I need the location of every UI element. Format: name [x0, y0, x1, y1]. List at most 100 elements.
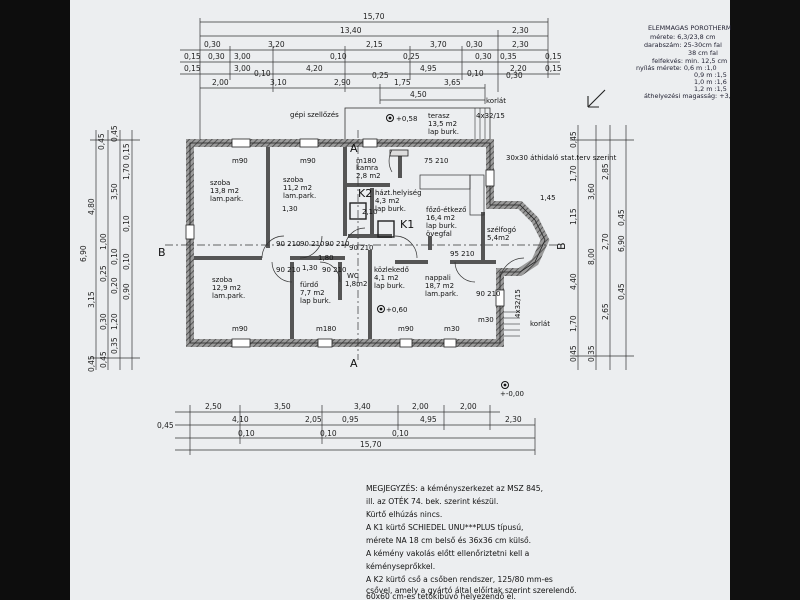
right-dimension-lines [570, 125, 634, 370]
top-dimension-lines [180, 18, 560, 140]
opening-label: 90 210 [325, 240, 350, 248]
opening-label: 1,80 [318, 254, 334, 262]
note-line: MEGJEGYZÉS: a kéményszerkezet az MSZ 845… [366, 484, 543, 493]
room-floor: lam.park. [283, 192, 316, 200]
note-line: csővel, amely a gyártó által előírtak sz… [366, 586, 577, 595]
room-haztartasi: házt.helyiség 4,3 m2 lap burk. [375, 189, 422, 213]
opening-label: 1,30 [282, 205, 298, 213]
section-label-b-right: B [555, 242, 568, 250]
opening-label: 90 210 [349, 244, 374, 252]
room-name: szoba [210, 179, 230, 187]
dim-total-top: 15,70 [363, 12, 385, 21]
legend-line: felfekvés: min. 12,5 cm [652, 57, 727, 65]
dim-label: 1,70 [569, 165, 578, 182]
dim-label: 0,45 [157, 421, 174, 430]
room-wc: WC 1,8m2 [345, 272, 367, 288]
dim-label: 3,20 [268, 40, 285, 49]
chimney-k2 [349, 202, 367, 220]
dim-label: 4,80 [87, 198, 96, 215]
dim-label: 0,45 [97, 133, 106, 150]
room-area: 4,1 m2 [374, 274, 399, 282]
room-szoba-2: szoba 11,2 m2 lam.park. [283, 176, 316, 200]
dim-label: 0,25 [99, 265, 108, 282]
opening-label: 95 210 [450, 250, 475, 258]
chimney-k1 [377, 220, 395, 238]
dim-label: 0,25 [403, 52, 420, 61]
dim-label: 3,10 [270, 78, 287, 87]
left-dimension-texts: 0,45 4,80 3,50 0,45 1,00 0,10 1,70 3,15 … [79, 125, 131, 372]
dim-label: 1,15 [569, 208, 578, 225]
dim-label: 0,30 [208, 52, 225, 61]
dim-label: 3,00 [234, 52, 251, 61]
dim-total-bottom: 15,70 [360, 440, 382, 449]
dim-label: 0,10 [238, 429, 255, 438]
dim-label: 0,45 [110, 125, 119, 142]
room-floor: lam.park. [210, 195, 243, 203]
opening-label: 90 210 [300, 240, 325, 248]
opening-label: m180 [356, 157, 376, 165]
room-name: szélfogó [487, 226, 516, 234]
dim-label: 0,10 [330, 52, 347, 61]
background-right [730, 0, 800, 600]
room-name: házt.helyiség [375, 189, 422, 197]
room-nappali: nappali 18,7 m2 lam.park. [425, 274, 458, 298]
dim-label: 1,70 [122, 163, 131, 180]
dim-label: 0,10 [392, 429, 409, 438]
left-dimension-lines [90, 130, 140, 370]
ground-level: +-0,00 [500, 390, 524, 398]
opening-label: 90 210 [476, 290, 501, 298]
dim-label: 0,20 [110, 277, 119, 294]
dim-label: 2,85 [601, 163, 610, 180]
dim-label: 8,00 [587, 248, 596, 265]
dim-label: 0,15 [545, 64, 562, 73]
dim-label: 2,65 [601, 303, 610, 320]
note-line: A K2 kürtő cső a csőben rendszer, 125/80… [366, 575, 553, 584]
opening-label: m30 [478, 316, 494, 324]
opening-label: 30x30 áthidaló stat.terv szerint [506, 154, 617, 162]
room-area: 13,8 m2 [210, 187, 239, 195]
room-area: 16,4 m2 [426, 214, 455, 222]
dim-label: 2,30 [505, 415, 522, 424]
room-kamra: kamra 2,8 m2 [356, 164, 381, 180]
dim-label: 4,20 [306, 64, 323, 73]
legend-line: darabszám: 25-30cm fal [644, 41, 722, 49]
room-area: 5,4m2 [487, 234, 509, 242]
chimneys [349, 202, 395, 238]
room-fozo-etkezo: főző-étkező 16,4 m2 lap burk. övegfal [426, 205, 466, 238]
chimney-label-k2: K2 [358, 187, 372, 200]
stair-note-top: 4x32/15 [476, 112, 505, 120]
opening-label: 90 210 [322, 266, 347, 274]
opening-label: 1,30 [302, 264, 318, 272]
note-line: kéményseprőkkel. [366, 562, 435, 571]
dim-label: 0,45 [569, 131, 578, 148]
legend-line: 0,9 m :1,5 [694, 71, 727, 79]
dim-label: 3,70 [430, 40, 447, 49]
kitchen-counter [419, 174, 485, 216]
dim-label: 2,00 [412, 402, 429, 411]
dim-label: 0,95 [342, 415, 359, 424]
dim-label: 3,50 [110, 183, 119, 200]
stair-note-side: 4x32/15 [514, 289, 522, 318]
legend-line: 1,2 m :1,5 [694, 85, 727, 93]
dim-label: 0,35 [110, 337, 119, 354]
opening-label: m90 [300, 157, 316, 165]
windows [185, 138, 505, 348]
opening-labels: m90 m90 m180 75 210 m90 m90 m180 m30 m30… [232, 154, 617, 333]
note-line: 60x60 cm-es tetőkibúvó helyezendő el. [366, 592, 516, 600]
dim-label: 0,10 [320, 429, 337, 438]
top-dimension-texts: 15,70 13,40 2,30 0,30 3,20 2,15 3,70 0,3… [184, 12, 562, 99]
notes-block: MEGJEGYZÉS: a kéményszerkezet az MSZ 845… [366, 484, 577, 600]
dim-label: 13,40 [340, 26, 362, 35]
room-name: szoba [283, 176, 303, 184]
note-line: A kémény vakolás előtt ellenőriztetni ke… [366, 549, 529, 558]
dim-label: 2,00 [212, 78, 229, 87]
room-name: főző-étkező [426, 205, 466, 214]
room-area: 11,2 m2 [283, 184, 312, 192]
opening-label: m180 [316, 325, 336, 333]
legend-line: nyílás mérete: 0,6 m :1,0 [636, 64, 717, 72]
dim-label: 0,45 [617, 209, 626, 226]
note-line: ill. az OTÉK 74. bek. szerint készül. [366, 497, 498, 506]
room-name: kamra [356, 164, 378, 172]
note-line: A K1 kürtő SCHIEDEL UNU***PLUS típusú, [366, 523, 523, 532]
bottom-dimension-texts: 2,50 3,50 3,40 2,00 2,00 0,45 4,10 2,05 … [157, 402, 522, 449]
